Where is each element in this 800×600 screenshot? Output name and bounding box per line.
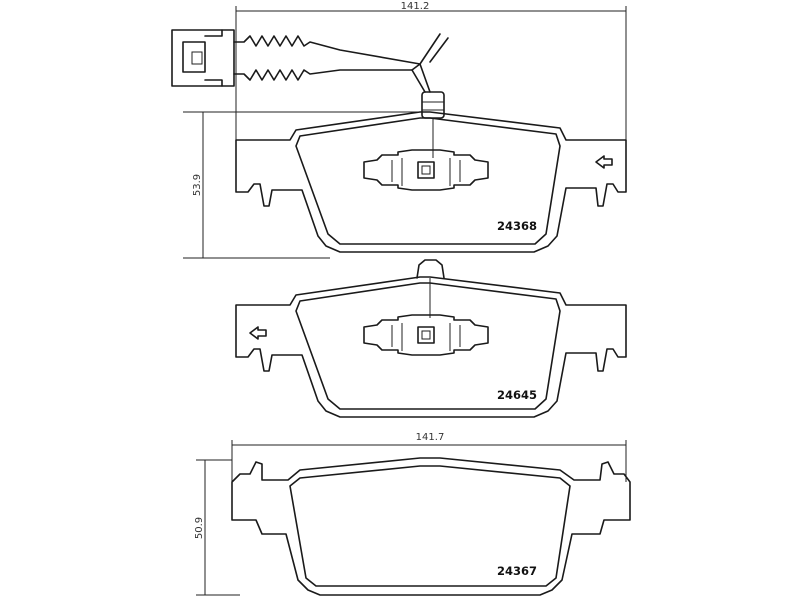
pad-1-clip [363,149,489,191]
direction-arrow-left [249,326,267,340]
part-number-24645: 24645 [497,388,537,402]
brake-pad-24368: 24368 [235,111,627,253]
bottom-width-label: 141.7 [416,432,445,443]
part-number-24367: 24367 [497,564,537,578]
bottom-height-label: 50.9 [194,517,205,539]
top-height-label: 53.9 [192,174,203,196]
brake-pad-24645: 24645 [235,259,627,418]
part-number-24368: 24368 [497,219,537,233]
bottom-width-dimension: 141.7 [231,432,627,482]
direction-arrow-right [595,155,613,169]
sensor-tab [416,259,445,279]
top-width-label: 141.2 [401,1,430,12]
brake-pad-24367: 24367 [231,457,631,596]
bottom-height-dimension: 50.9 [194,459,240,596]
wear-sensor-connector [171,29,449,158]
top-width-dimension: 141.2 [235,1,627,145]
top-height-dimension: 53.9 [183,111,420,259]
